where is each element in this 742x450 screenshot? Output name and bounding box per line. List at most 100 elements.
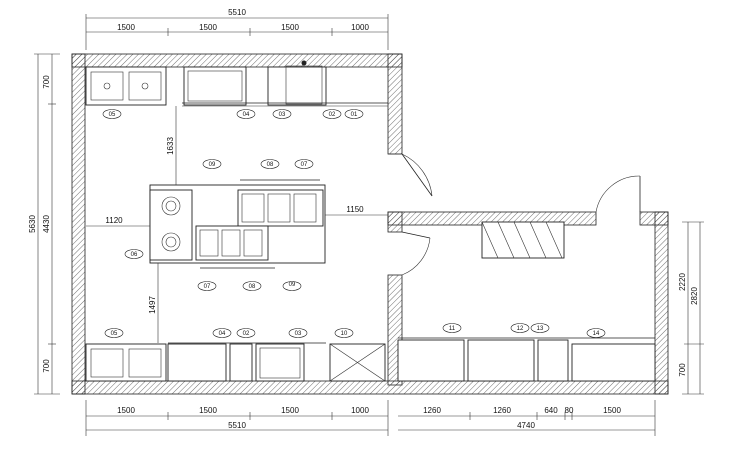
dim-bottom-left-total: 5510 bbox=[228, 421, 246, 430]
tag-bottom-11: 11 bbox=[442, 323, 462, 333]
tag-label: 13 bbox=[537, 326, 544, 332]
tag-bottom-05: 05 bbox=[104, 328, 124, 338]
wok-bottom-row bbox=[195, 225, 269, 261]
unit-11 bbox=[397, 339, 465, 382]
cabinet-bottom-b bbox=[255, 343, 305, 382]
tag-label: 11 bbox=[449, 326, 456, 332]
equipment-tags: 05 04 03 02 01 09 08 07 06 07 08 09 05 0… bbox=[102, 109, 606, 338]
unit-14 bbox=[571, 343, 656, 382]
range-left bbox=[149, 189, 193, 261]
tag-label: 10 bbox=[341, 331, 348, 337]
dim-right-inner: 2220 bbox=[678, 273, 687, 291]
door-east-leaf bbox=[401, 153, 433, 197]
tag-label: 09 bbox=[289, 282, 296, 288]
dimension-lines bbox=[34, 14, 704, 436]
tag-label: 02 bbox=[243, 331, 250, 337]
tag-island-bottom-08: 08 bbox=[242, 281, 262, 291]
dim-left-inner: 4430 bbox=[42, 215, 51, 233]
unit-13 bbox=[537, 339, 569, 382]
bottom-equipment-row bbox=[85, 337, 656, 382]
tag-bottom-10: 10 bbox=[334, 328, 354, 338]
wok-top-row bbox=[237, 189, 324, 227]
dim-bottom-left-4: 1000 bbox=[351, 406, 369, 415]
tag-label: 07 bbox=[204, 284, 211, 290]
dim-bottom-left-1: 1500 bbox=[117, 406, 135, 415]
dim-bottom-left-3: 1500 bbox=[281, 406, 299, 415]
tag-top-03: 03 bbox=[272, 109, 292, 119]
tag-island-bottom-07: 07 bbox=[197, 281, 217, 291]
door-partition-leaf bbox=[401, 231, 431, 239]
tag-label: 03 bbox=[279, 112, 286, 118]
dim-bottom-right-4: 80 bbox=[565, 406, 574, 415]
dim-interior-1120: 1120 bbox=[105, 216, 123, 225]
tag-island-06: 06 bbox=[124, 249, 144, 259]
dim-top-seg-1: 1500 bbox=[117, 23, 135, 32]
dim-bottom-right-2: 1260 bbox=[493, 406, 511, 415]
dim-bottom-right-1: 1260 bbox=[423, 406, 441, 415]
tag-bottom-12: 12 bbox=[510, 323, 530, 333]
dim-top-seg-2: 1500 bbox=[199, 23, 217, 32]
dim-right-outer: 2820 bbox=[690, 287, 699, 305]
top-equipment-row bbox=[85, 60, 388, 107]
tag-label: 01 bbox=[351, 112, 358, 118]
wall-top-left-room bbox=[71, 53, 403, 68]
sink-bottom bbox=[85, 343, 167, 382]
cabinet-bottom-a bbox=[229, 343, 253, 382]
tag-label: 14 bbox=[593, 331, 600, 337]
burner-2 bbox=[161, 232, 181, 252]
tag-island-bottom-09: 09 bbox=[282, 281, 302, 291]
tag-top-04: 04 bbox=[236, 109, 256, 119]
tag-label: 12 bbox=[517, 326, 524, 332]
dim-left-bottom: 700 bbox=[42, 359, 51, 373]
tag-bottom-02: 02 bbox=[236, 328, 256, 338]
door-partition-swing bbox=[401, 237, 431, 276]
cabinet-top bbox=[267, 66, 327, 106]
tag-top-05: 05 bbox=[102, 109, 122, 119]
door-east-swing bbox=[401, 153, 433, 197]
dimension-labels: 5510 1500 1500 1500 1000 1500 1500 1500 … bbox=[28, 8, 699, 430]
doors bbox=[388, 153, 641, 276]
dim-interior-1497: 1497 bbox=[148, 296, 157, 314]
dim-top-seg-4: 1000 bbox=[351, 23, 369, 32]
tag-label: 03 bbox=[295, 331, 302, 337]
wall-right-upper bbox=[387, 53, 403, 155]
dim-bottom-right-3: 640 bbox=[544, 406, 558, 415]
fridge-bottom bbox=[167, 343, 227, 382]
door-north-swing bbox=[595, 175, 641, 213]
tag-label: 05 bbox=[109, 112, 116, 118]
dim-right-bottom: 700 bbox=[678, 363, 687, 377]
tag-top-02: 02 bbox=[322, 109, 342, 119]
tag-label: 07 bbox=[301, 162, 308, 168]
unit-12 bbox=[467, 339, 535, 382]
tag-label: 04 bbox=[219, 331, 226, 337]
sink-top bbox=[85, 66, 167, 106]
tag-label: 08 bbox=[267, 162, 274, 168]
dim-top-total: 5510 bbox=[228, 8, 246, 17]
tag-bottom-03: 03 bbox=[288, 328, 308, 338]
dim-interior-1150: 1150 bbox=[346, 205, 364, 214]
dim-bottom-right-total: 4740 bbox=[517, 421, 535, 430]
central-island bbox=[149, 179, 326, 269]
wall-bottom bbox=[71, 380, 669, 395]
dim-bottom-left-2: 1500 bbox=[199, 406, 217, 415]
tag-island-07: 07 bbox=[294, 159, 314, 169]
burner-1 bbox=[161, 196, 181, 216]
tag-label: 06 bbox=[131, 252, 138, 258]
tag-island-08: 08 bbox=[260, 159, 280, 169]
tag-label: 02 bbox=[329, 112, 336, 118]
shelving-rack bbox=[481, 221, 565, 259]
tag-island-09: 09 bbox=[202, 159, 222, 169]
wall-left bbox=[71, 53, 86, 395]
dim-interior-1633: 1633 bbox=[166, 137, 175, 155]
tag-label: 05 bbox=[111, 331, 118, 337]
tag-label: 04 bbox=[243, 112, 250, 118]
tag-bottom-14: 14 bbox=[586, 328, 606, 338]
dim-left-top: 700 bbox=[42, 75, 51, 89]
dim-top-seg-3: 1500 bbox=[281, 23, 299, 32]
tag-bottom-13: 13 bbox=[530, 323, 550, 333]
wall-right bbox=[654, 211, 669, 395]
tag-label: 09 bbox=[209, 162, 216, 168]
dim-left-outer: 5630 bbox=[28, 215, 37, 233]
tag-bottom-04: 04 bbox=[212, 328, 232, 338]
